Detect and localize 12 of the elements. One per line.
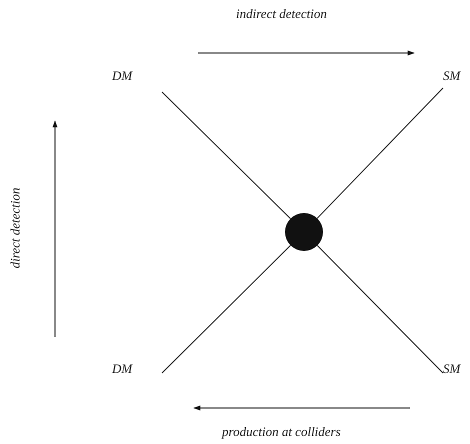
- particle-label: DM: [112, 361, 132, 377]
- process-label: production at colliders: [222, 424, 341, 440]
- process-label: direct detection: [7, 188, 23, 268]
- particle-label: SM: [443, 361, 460, 377]
- vertex-circle: [285, 213, 323, 251]
- particle-label: DM: [112, 68, 132, 84]
- propagator-line: [162, 92, 291, 220]
- propagator-line: [316, 245, 444, 374]
- process-label: indirect detection: [236, 6, 327, 22]
- propagator-line: [316, 88, 444, 219]
- propagator-line: [162, 244, 292, 374]
- particle-label: SM: [443, 68, 460, 84]
